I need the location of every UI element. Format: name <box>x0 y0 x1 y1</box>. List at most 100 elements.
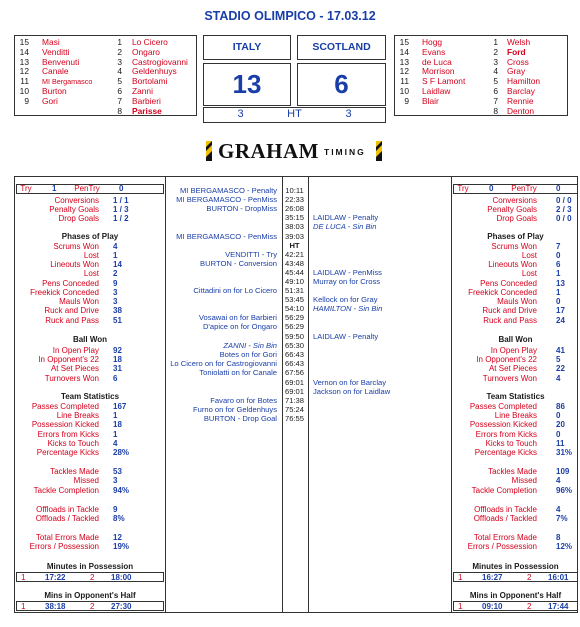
half-label: 2 <box>90 602 95 611</box>
stat-label: In Open Play <box>490 346 537 355</box>
stat-value: 1 <box>113 251 118 260</box>
event-time: 26:08 <box>284 204 304 213</box>
shirt-number: 5 <box>493 76 498 87</box>
event-time: 75:24 <box>284 405 304 414</box>
opp-half2-value: 17:44 <box>548 602 569 611</box>
home-event: MI BERGAMASCO - Penalty <box>179 186 277 195</box>
stat-value: 4 <box>556 476 561 485</box>
stat-label: Scrums Won <box>491 242 537 251</box>
shirt-number: 3 <box>493 56 498 67</box>
shirt-number: 5 <box>117 76 122 87</box>
stat-label: Conversions <box>492 196 537 205</box>
stat-value: 1 <box>113 430 118 439</box>
stat-label: Ruck and Pass <box>45 316 99 325</box>
shirt-number: 1 <box>493 37 498 47</box>
stat-label: Offloads in Tackle <box>36 505 99 514</box>
stat-label: Drop Goals <box>496 214 537 223</box>
shirt-number: 6 <box>493 86 498 96</box>
stat-value: 31 <box>113 364 122 373</box>
stat-value: 12 <box>113 533 122 542</box>
away-event: Vernon on for Barclay <box>313 378 387 387</box>
home-event: ZANNI - Sin Bin <box>223 341 277 350</box>
stat-label: Lineouts Won <box>50 260 99 269</box>
minutes-possession-box <box>16 572 164 582</box>
player-name: Morrison <box>422 66 455 77</box>
stat-value: 1 / 1 <box>113 196 129 205</box>
stat-value: 8 <box>556 533 561 542</box>
stat-value: 19% <box>113 542 130 551</box>
logo-text: GRAHAM <box>218 139 319 163</box>
try-label: Try <box>20 184 32 193</box>
event-time: 22:33 <box>284 195 304 204</box>
shirt-number: 14 <box>399 46 409 57</box>
event-time: 59:50 <box>284 332 304 341</box>
event-time: 56:29 <box>284 313 304 322</box>
event-time: 71:38 <box>284 396 304 405</box>
stat-value: 11 <box>556 439 565 448</box>
section-heading: Ball Won <box>498 335 533 344</box>
section-heading: Mins in Opponent's Half <box>44 591 136 600</box>
event-time: 42:21 <box>284 250 304 259</box>
section-heading: Team Statistics <box>486 392 545 401</box>
halftime-label: HT <box>287 108 302 120</box>
home-score: 13 <box>203 63 291 106</box>
player-name: Benvenuti <box>42 56 80 67</box>
stat-label: Possession Kicked <box>469 420 537 429</box>
home-halftime-score: 3 <box>237 108 244 120</box>
stat-value: 8% <box>113 514 125 523</box>
shirt-number: 6 <box>117 86 122 96</box>
stat-label: Lost <box>521 269 537 278</box>
away-team-name: SCOTLAND <box>297 35 386 60</box>
event-time: HT <box>289 241 300 250</box>
stat-value: 109 <box>556 467 570 476</box>
opp-half1-value: 38:18 <box>45 602 66 611</box>
away-event: LAIDLAW - PenMiss <box>313 268 382 277</box>
event-time: 43:48 <box>284 259 304 268</box>
graham-timing-logo: GRAHAM TIMING <box>206 137 386 165</box>
stat-value: 38 <box>113 306 122 315</box>
event-time: 35:15 <box>284 213 304 222</box>
home-event: Furno on for Geldenhuys <box>192 405 277 414</box>
event-time: 51:31 <box>284 286 304 295</box>
event-time: 69:01 <box>284 378 304 387</box>
minutes-possession-box <box>453 572 578 582</box>
stat-value: 3 <box>113 297 118 306</box>
stat-value: 0 / 0 <box>556 214 572 223</box>
shirt-number: 11 <box>400 76 409 87</box>
half-label: 1 <box>21 573 26 582</box>
player-name: Evans <box>422 46 446 57</box>
try-value: 0 <box>489 184 494 193</box>
stat-label: Freekick Conceded <box>468 288 537 297</box>
player-name: Geldenhuys <box>132 66 177 77</box>
logo-subtext: TIMING <box>324 147 366 157</box>
away-event: Kellock on for Gray <box>313 295 378 304</box>
shirt-number: 13 <box>399 56 409 67</box>
player-name: Hamilton <box>507 76 541 87</box>
stat-label: Tackles Made <box>488 467 537 476</box>
shirt-number: 7 <box>117 95 122 106</box>
stat-label: Lost <box>83 251 99 260</box>
stat-label: Tackle Completion <box>471 486 537 495</box>
event-time: 54:10 <box>284 304 304 313</box>
away-event: LAIDLAW - Penalty <box>313 213 379 222</box>
player-name: de Luca <box>422 56 452 67</box>
stat-label: Tackles Made <box>50 467 99 476</box>
shirt-number: 9 <box>24 95 29 106</box>
stat-label: Turnovers Won <box>44 374 99 383</box>
stat-label: Tackle Completion <box>33 486 99 495</box>
player-name: Denton <box>507 105 535 116</box>
home-event: D'apice on for Ongaro <box>202 322 277 331</box>
pentry-value: 0 <box>119 184 124 193</box>
stat-label: Passes Completed <box>31 402 99 411</box>
away-halftime-score: 3 <box>345 108 352 120</box>
player-name: Cross <box>507 56 529 67</box>
stat-label: Offloads / Tackled <box>473 514 537 523</box>
home-team-name: ITALY <box>203 35 291 60</box>
